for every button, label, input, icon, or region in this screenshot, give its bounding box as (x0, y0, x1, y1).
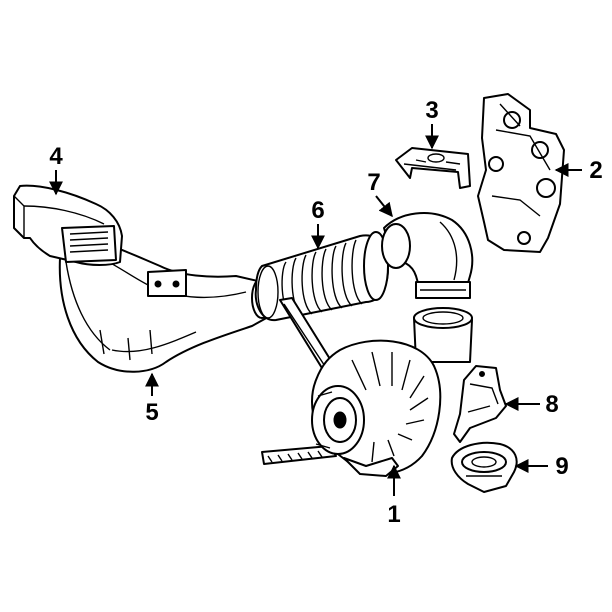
part-1-alternator[interactable] (311, 339, 442, 477)
part-3-bracket[interactable] (395, 147, 471, 189)
leader-7 (375, 195, 393, 218)
part-6-intake-hose[interactable] (254, 231, 389, 322)
part-7-elbow[interactable] (381, 212, 474, 299)
part-9-clamp[interactable] (450, 441, 518, 493)
outlet-tube (413, 307, 473, 363)
callout-2[interactable]: 2 (589, 157, 602, 184)
callout-labels: 1 2 3 4 5 6 7 8 9 (49, 97, 602, 528)
part-4-air-inlet[interactable] (13, 184, 123, 266)
part-8-cover[interactable] (453, 365, 507, 443)
callout-4[interactable]: 4 (49, 143, 63, 170)
callout-3[interactable]: 3 (425, 97, 438, 124)
callout-1[interactable]: 1 (387, 501, 400, 528)
callout-7[interactable]: 7 (367, 169, 380, 196)
callout-6[interactable]: 6 (311, 197, 324, 224)
callout-8[interactable]: 8 (545, 391, 558, 418)
part-2-mount-bracket[interactable] (477, 93, 565, 253)
callout-leaders (49, 124, 582, 496)
callout-5[interactable]: 5 (145, 399, 158, 426)
callout-9[interactable]: 9 (555, 453, 568, 480)
